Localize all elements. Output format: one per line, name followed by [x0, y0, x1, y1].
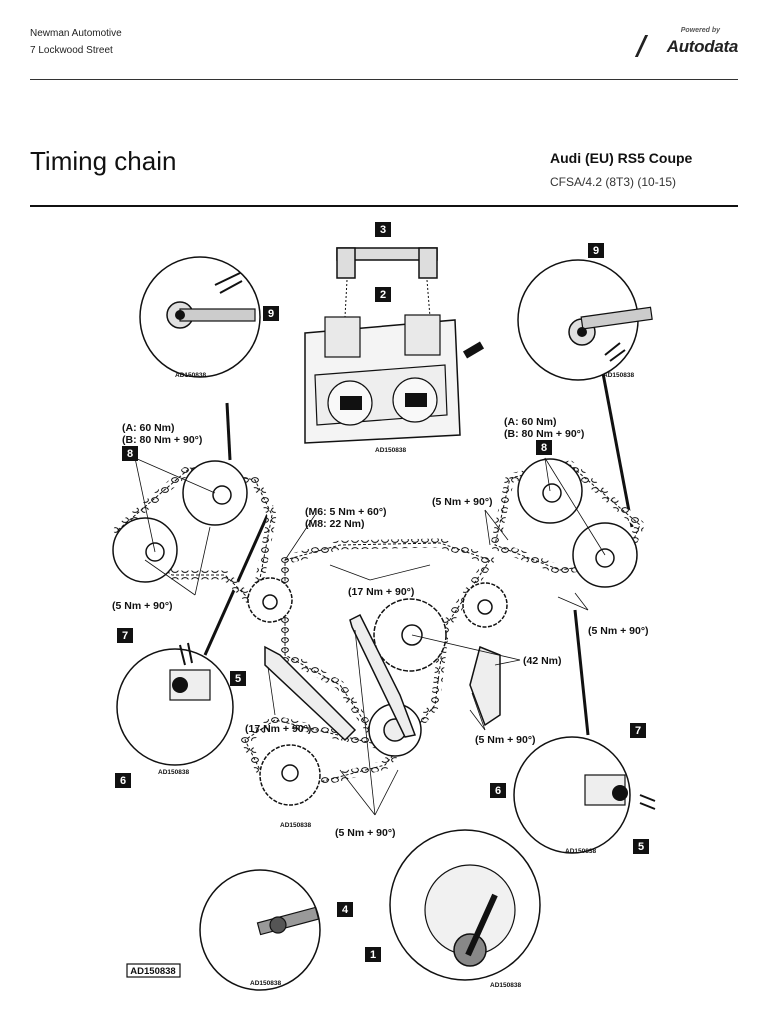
svg-text:1: 1 — [370, 949, 376, 961]
torque-label-right-5nm-top: (5 Nm + 90°) — [432, 496, 493, 508]
torque-label-bottom-5nm: (5 Nm + 90°) — [335, 827, 396, 839]
svg-text:6: 6 — [120, 775, 126, 787]
autodata-logo: Powered by Autodata — [628, 25, 738, 57]
callout-7-left: 7 — [117, 628, 133, 643]
company-street: 7 Lockwood Street — [30, 45, 113, 56]
brand-powered-by: Powered by — [680, 27, 720, 34]
svg-text:7: 7 — [635, 725, 641, 737]
torque-label-right-b: (B: 80 Nm + 90°) — [504, 428, 584, 440]
svg-text:9: 9 — [268, 308, 274, 320]
ref-code-3: AD150838 — [603, 372, 634, 379]
logo-slash-icon — [634, 35, 649, 57]
company-name: Newman Automotive — [30, 28, 122, 39]
ref-code-7: AD150838 — [250, 980, 281, 987]
reference-code-box: AD150838 — [126, 963, 181, 978]
callout-3: 3 — [375, 222, 391, 237]
callout-4: 4 — [337, 902, 353, 917]
torque-label-right-5nm-mid: (5 Nm + 90°) — [588, 625, 649, 637]
header-divider — [30, 79, 738, 80]
svg-text:8: 8 — [127, 448, 133, 460]
svg-text:5: 5 — [638, 841, 644, 853]
ref-code-4: AD150838 — [158, 769, 189, 776]
label-leader-lines — [134, 457, 606, 816]
callout-6-right: 6 — [490, 783, 506, 798]
svg-text:4: 4 — [342, 904, 349, 916]
torque-label-42nm: (42 Nm) — [523, 655, 562, 667]
inset-tensioner-tool-right — [517, 259, 653, 381]
page-title: Timing chain — [30, 146, 177, 176]
torque-label-center-17nm: (17 Nm + 90°) — [348, 586, 414, 598]
callout-7-right: 7 — [630, 723, 646, 738]
torque-label-right-5nm-low: (5 Nm + 90°) — [475, 734, 536, 746]
leader-lines — [203, 367, 634, 736]
svg-text:AD150838: AD150838 — [130, 966, 175, 977]
engine-code: CFSA/4.2 (8T3) (10-15) — [550, 175, 677, 189]
torque-label-left-a: (A: 60 Nm) — [122, 422, 175, 434]
callout-5-right: 5 — [633, 839, 649, 854]
callout-8-left: 8 — [122, 446, 138, 461]
svg-text:9: 9 — [593, 245, 599, 257]
svg-text:8: 8 — [541, 442, 547, 454]
torque-label-right-a: (A: 60 Nm) — [504, 416, 557, 428]
brand-name: Autodata — [666, 37, 739, 56]
ref-code-1: AD150838 — [175, 372, 206, 379]
tensioner-pin-inset — [199, 869, 321, 991]
timing-chain-diagram: 3 2 9 9 8 8 7 5 6 7 6 5 — [100, 215, 680, 995]
torque-label-m6: (M6: 5 Nm + 60°) — [305, 506, 387, 518]
svg-text:7: 7 — [122, 630, 128, 642]
torque-label-left-5nm: (5 Nm + 90°) — [112, 600, 173, 612]
svg-text:5: 5 — [235, 673, 241, 685]
callout-2: 2 — [375, 287, 391, 302]
title-divider — [30, 205, 738, 207]
svg-text:2: 2 — [380, 289, 386, 301]
ref-code-6: AD150838 — [565, 848, 596, 855]
callout-1: 1 — [365, 947, 381, 962]
ref-code-2: AD150838 — [375, 447, 406, 454]
tensioner-inset-left — [116, 642, 234, 766]
vehicle-name: Audi (EU) RS5 Coupe — [550, 150, 693, 166]
callout-5-left: 5 — [230, 671, 246, 686]
oil-pump-inset — [389, 829, 541, 981]
callout-6-left: 6 — [115, 773, 131, 788]
torque-label-m8: (M8: 22 Nm) — [305, 518, 365, 530]
page-header: Newman Automotive 7 Lockwood Street Powe… — [30, 0, 738, 80]
ref-code-5: AD150838 — [280, 822, 311, 829]
camshaft-lock-tool-view — [304, 247, 485, 444]
svg-text:6: 6 — [495, 785, 501, 797]
torque-label-left-17nm: (17 Nm + 90°) — [245, 723, 311, 735]
callout-8-right: 8 — [536, 440, 552, 455]
ref-code-8: AD150838 — [490, 982, 521, 989]
svg-text:3: 3 — [380, 224, 386, 236]
callout-9-right: 9 — [588, 243, 604, 258]
chain-guides — [264, 613, 501, 742]
torque-label-left-b: (B: 80 Nm + 90°) — [122, 434, 202, 446]
tensioner-inset-right — [513, 736, 656, 854]
inset-tensioner-tool-left — [139, 256, 261, 378]
callout-9-left: 9 — [263, 306, 279, 321]
